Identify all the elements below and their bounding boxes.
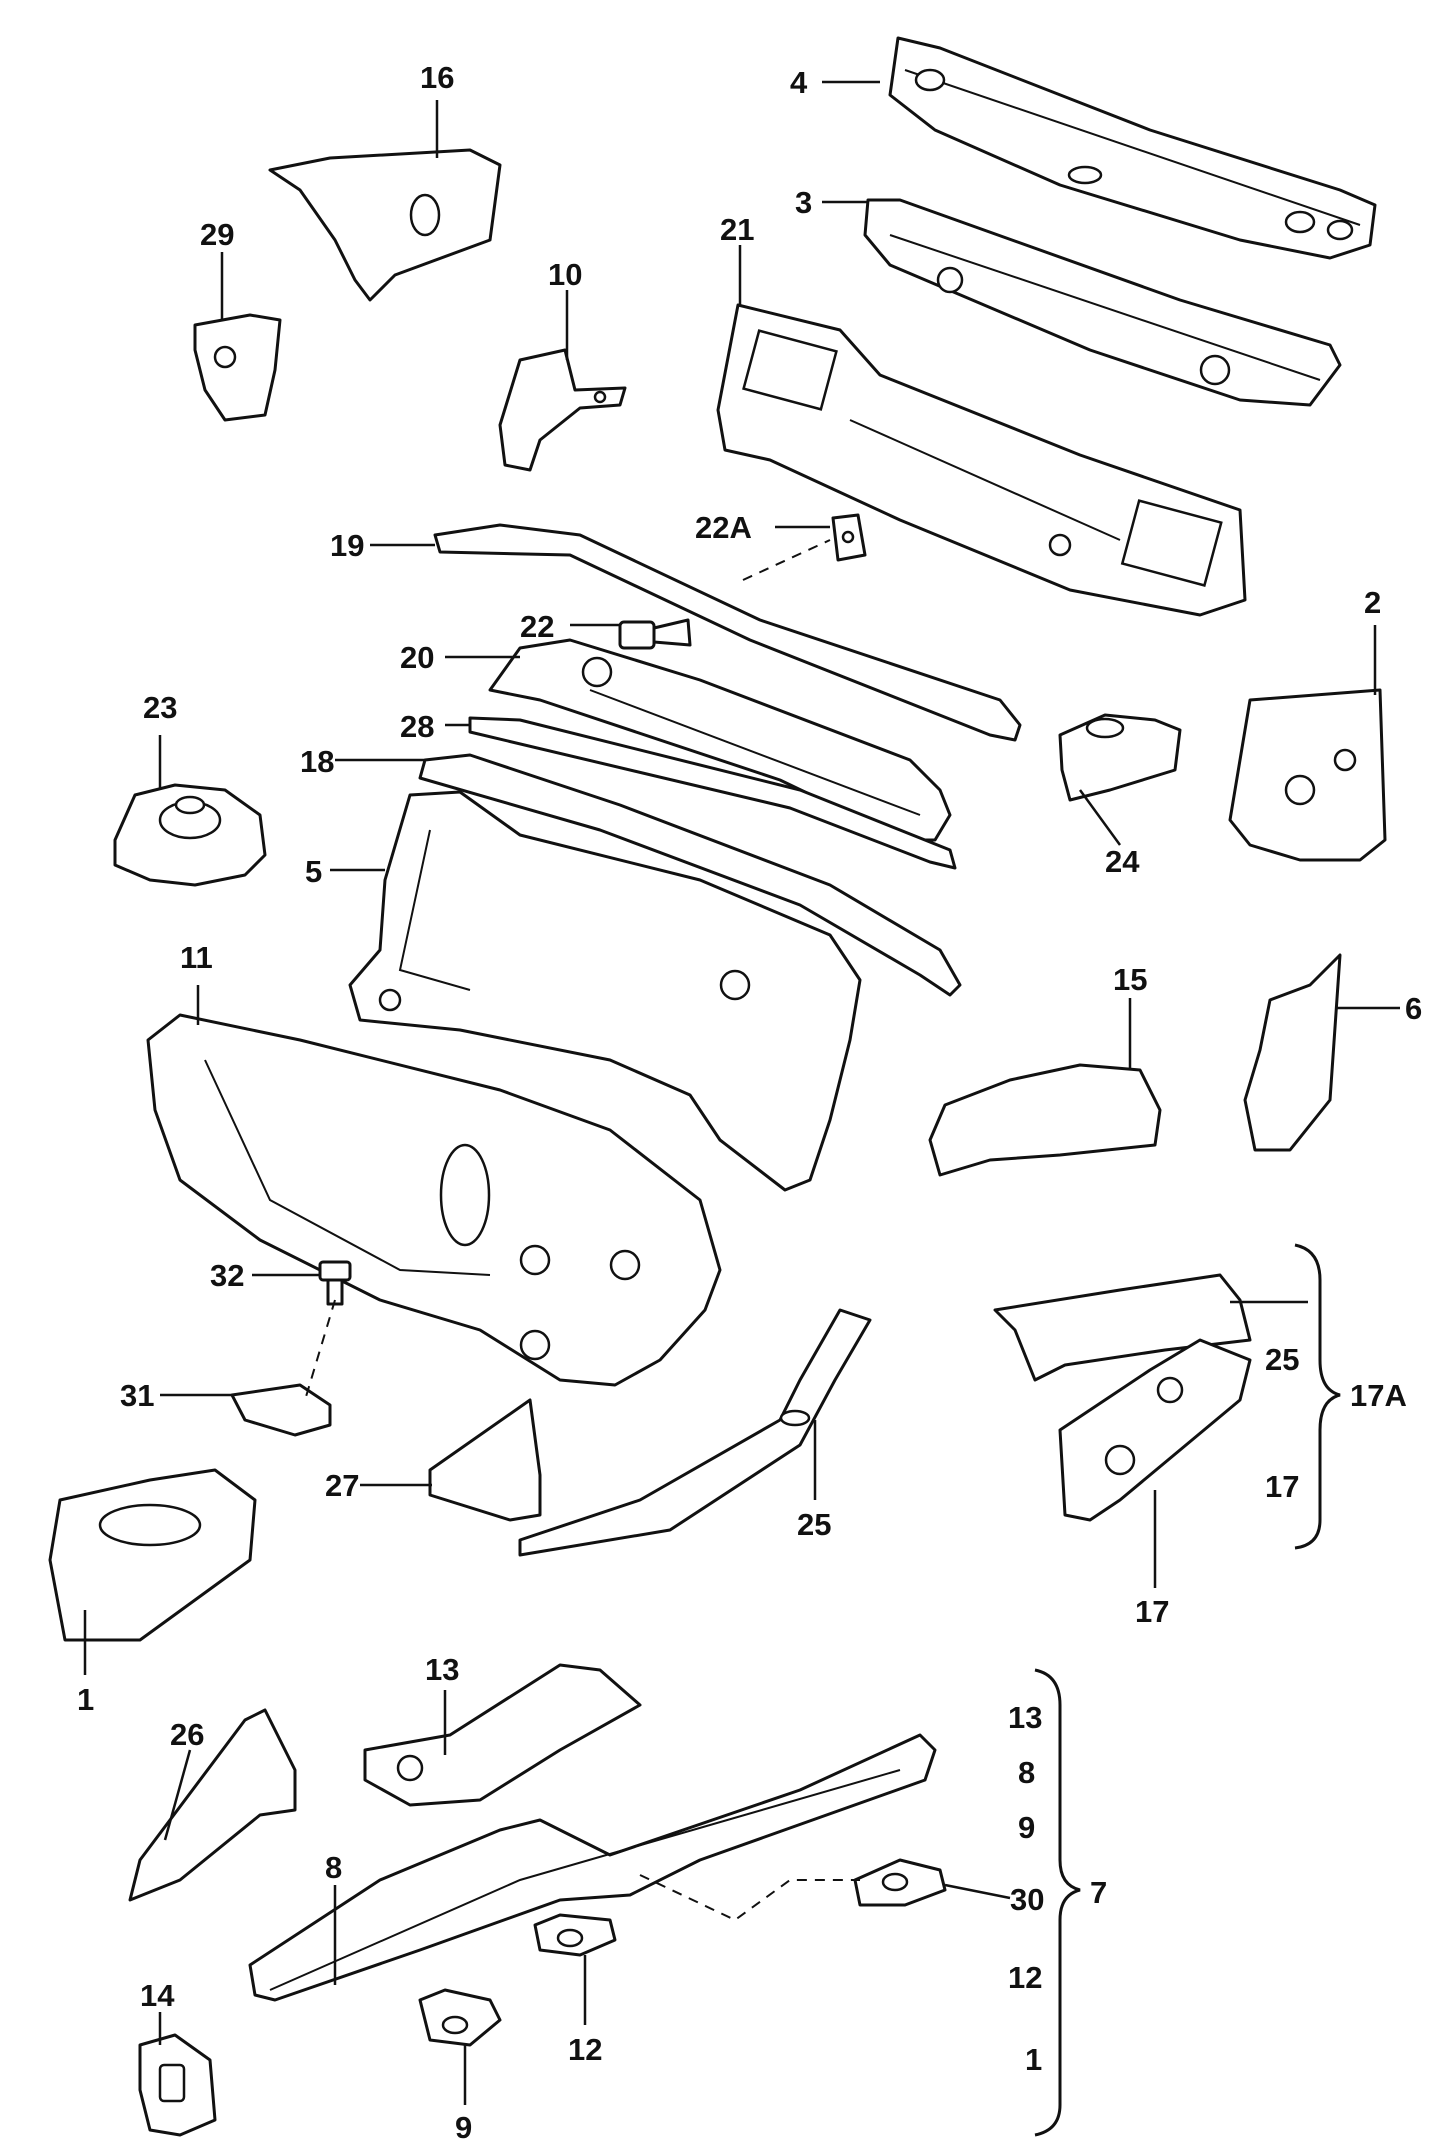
part-28-strip: [468, 716, 957, 870]
callout-19: 19: [330, 528, 364, 563]
callout-26: 26: [170, 1717, 204, 1752]
part-17-inner-panel: [1058, 1338, 1252, 1522]
part-12-bracket: [533, 1913, 617, 1957]
part-21-plenum-panel: [716, 303, 1247, 617]
callout-1-left: 1: [77, 1682, 94, 1717]
callout-32: 32: [210, 1258, 244, 1293]
part-5-dash-frame: [348, 790, 862, 1192]
callout-22: 22: [520, 609, 554, 644]
dashed-assembly-lines: [304, 539, 860, 1922]
part-20-cowl-grille: [488, 638, 952, 842]
part-8-floor-rail: [248, 1733, 937, 2002]
callout-27: 27: [325, 1468, 359, 1503]
part-15-wheelhouse-panel: [928, 1063, 1162, 1177]
part-22a-clip: [831, 513, 867, 562]
part-1-bracket: [48, 1468, 257, 1642]
leader-lines: [83, 80, 1400, 2105]
callout-25-upper: 25: [1265, 1342, 1299, 1377]
part-32-bolt: [318, 1260, 352, 1306]
callout-9-group: 9: [1018, 1810, 1035, 1845]
part-22-screw: [618, 618, 692, 650]
callout-13: 13: [425, 1652, 459, 1687]
brace-17a: [1294, 1243, 1341, 1550]
part-19-seal-strip: [433, 523, 1022, 742]
callout-30: 30: [1010, 1882, 1044, 1917]
part-23-mount: [113, 783, 267, 887]
part-18-strip: [418, 753, 962, 997]
callout-2: 2: [1364, 585, 1381, 620]
part-13-bracket: [363, 1663, 642, 1807]
callout-8: 8: [325, 1850, 342, 1885]
callout-1-group: 1: [1025, 2042, 1042, 2077]
part-25-rail: [518, 1308, 872, 1557]
callout-12-group: 12: [1008, 1960, 1042, 1995]
part-9-bracket: [418, 1988, 502, 2047]
callout-21: 21: [720, 212, 754, 247]
callout-23: 23: [143, 690, 177, 725]
callout-15: 15: [1113, 962, 1147, 997]
callout-17-lower: 17: [1135, 1594, 1169, 1629]
callout-11: 11: [180, 940, 213, 975]
part-29-bracket: [193, 313, 282, 422]
callout-20: 20: [400, 640, 434, 675]
callout-24: 24: [1105, 844, 1140, 879]
callout-3: 3: [795, 185, 812, 220]
part-10-bracket: [498, 348, 627, 472]
callout-10: 10: [548, 257, 582, 292]
part-16-bracket: [268, 148, 502, 302]
callout-28: 28: [400, 709, 434, 744]
part-11-dash-insulator: [146, 1013, 722, 1387]
callout-18: 18: [300, 744, 334, 779]
part-24-bracket: [1058, 713, 1182, 802]
callout-6: 6: [1405, 991, 1422, 1026]
callout-12: 12: [568, 2032, 602, 2067]
callout-9: 9: [455, 2110, 472, 2141]
callout-4: 4: [790, 65, 808, 100]
part-30-reinforcement: [853, 1858, 947, 1907]
callout-25-lower: 25: [797, 1507, 831, 1542]
part-26-bracket: [128, 1708, 297, 1902]
callout-31: 31: [120, 1378, 154, 1413]
callout-7: 7: [1090, 1875, 1107, 1910]
part-14-bracket: [138, 2033, 217, 2137]
part-4-cowl-top-panel: [888, 36, 1377, 260]
callout-8-group: 8: [1018, 1755, 1035, 1790]
callout-17-right: 17: [1265, 1469, 1299, 1504]
part-27-gusset: [428, 1398, 542, 1522]
callout-5: 5: [305, 854, 322, 889]
callout-17a: 17A: [1350, 1378, 1407, 1413]
callout-22a: 22A: [695, 510, 752, 545]
part-2-side-bracket: [1228, 688, 1387, 862]
callout-16: 16: [420, 60, 454, 95]
callout-29: 29: [200, 217, 234, 252]
callout-14: 14: [140, 1978, 175, 2013]
brace-7: [1034, 1668, 1081, 2137]
callout-labels: 4 16 3 29 21 10 22A 19 2 22 20 23 28 18 …: [77, 60, 1422, 2141]
part-31-bracket: [230, 1383, 332, 1437]
callout-13-group: 13: [1008, 1700, 1042, 1735]
part-3-cowl-reinforcement: [863, 198, 1342, 407]
part-6-pillar-bracket: [1243, 953, 1342, 1152]
